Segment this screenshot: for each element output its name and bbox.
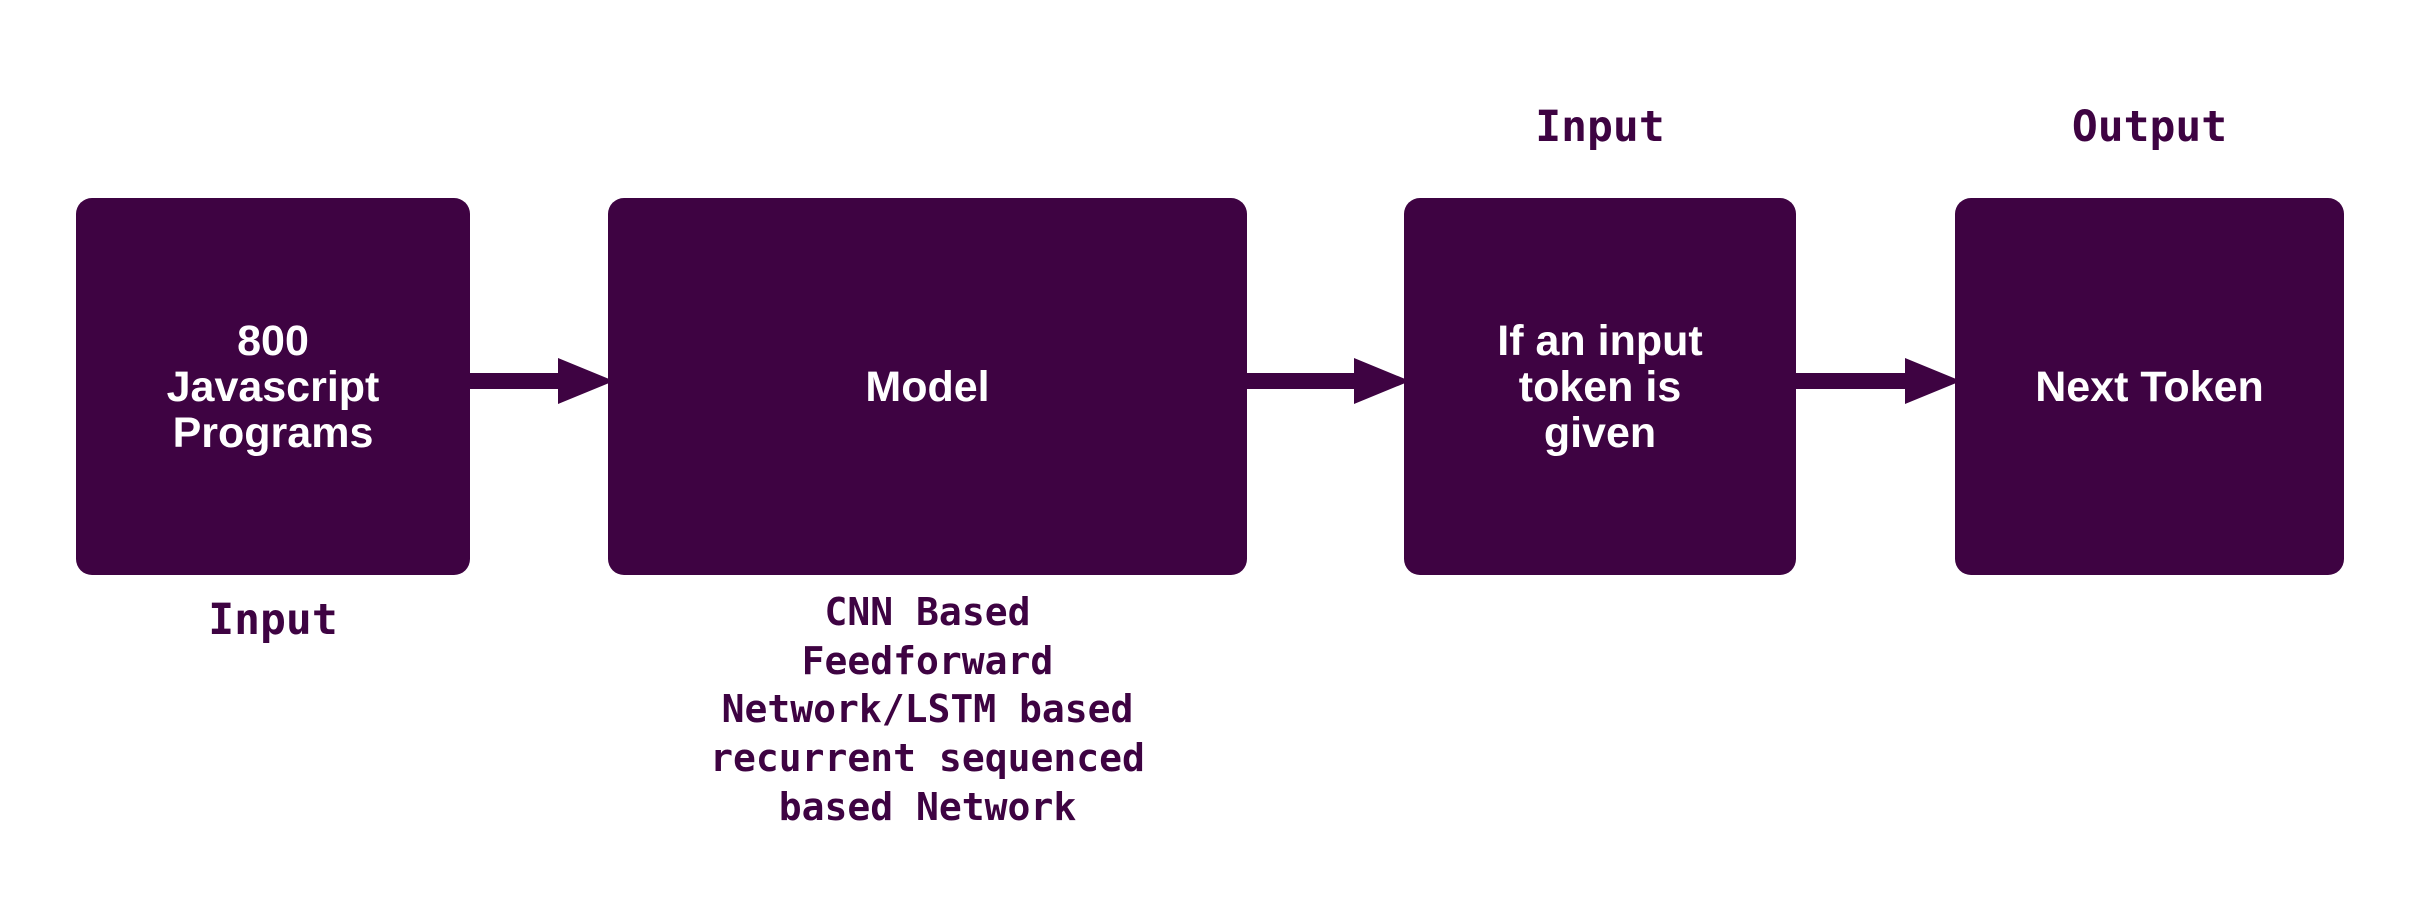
node-dataset-label: 800 Javascript Programs bbox=[166, 316, 380, 457]
node-output[interactable]: Next Token bbox=[1955, 198, 2344, 575]
node-token[interactable]: If an input token is given bbox=[1404, 198, 1796, 575]
node-output-annotation-output: Output bbox=[2071, 102, 2228, 152]
arrow-model-to-token bbox=[1243, 358, 1410, 404]
node-output-label: Next Token bbox=[2035, 362, 2264, 411]
arrow-dataset-to-model bbox=[466, 358, 614, 404]
node-dataset[interactable]: 800 Javascript Programs bbox=[76, 198, 470, 575]
arrow-token-to-output bbox=[1792, 358, 1961, 404]
node-token-label: If an input token is given bbox=[1497, 316, 1703, 457]
node-model-annotation-architecture: CNN Based Feedforward Network/LSTM based… bbox=[710, 590, 1145, 829]
node-model-label: Model bbox=[865, 362, 990, 411]
node-dataset-annotation-input: Input bbox=[208, 595, 338, 645]
node-model[interactable]: Model bbox=[608, 198, 1247, 575]
node-token-annotation-input: Input bbox=[1535, 102, 1665, 152]
